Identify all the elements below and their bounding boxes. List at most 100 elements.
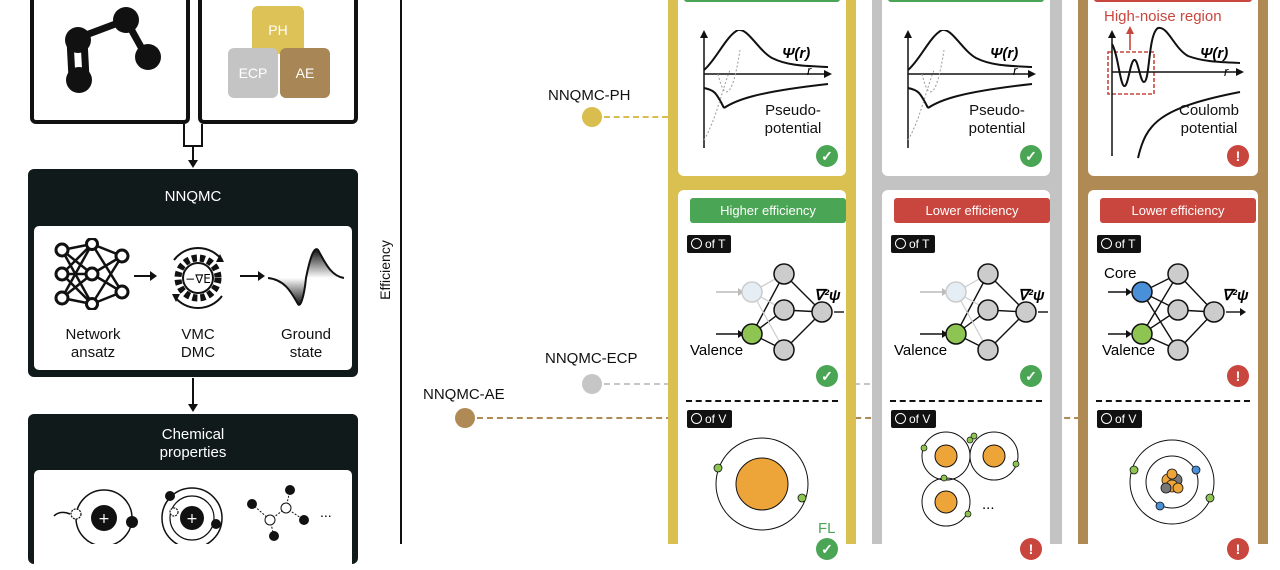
efficiency-card-ph: Higher efficiency of T Valence ∇²ψ ✓ of … bbox=[678, 190, 846, 560]
method-label-ae: NNQMC-AE bbox=[423, 386, 505, 403]
atom-diagram bbox=[1129, 439, 1215, 525]
v-tag: of V bbox=[687, 410, 733, 428]
check-icon: ✓ bbox=[1020, 145, 1042, 167]
chemical-properties-panel: Chemical properties + + bbox=[28, 414, 358, 570]
clock-icon bbox=[1101, 413, 1112, 424]
v-tag: of V bbox=[891, 410, 937, 428]
v-tag-label: of V bbox=[909, 412, 931, 426]
laplacian-label: ∇²ψ bbox=[1018, 287, 1045, 304]
efficiency-axis-label: Efficiency bbox=[377, 240, 393, 300]
separator bbox=[890, 400, 1042, 402]
valence-label: Valence bbox=[1102, 342, 1156, 359]
efficiency-pill: Higher efficiency bbox=[690, 198, 846, 223]
separator bbox=[1096, 400, 1250, 402]
warning-icon: ! bbox=[1227, 365, 1249, 387]
wave-card-ph: Ψ(r) r Pseudo- potential ✓ bbox=[678, 0, 846, 176]
wavefunction-icon bbox=[267, 248, 345, 306]
check-icon: ✓ bbox=[1020, 365, 1042, 387]
check-icon: ✓ bbox=[816, 365, 838, 387]
method-dot-ecp bbox=[582, 374, 602, 394]
nnqmc-title: NNQMC bbox=[164, 188, 222, 205]
chemical-title: Chemical properties bbox=[159, 426, 227, 461]
r-axis-label: r bbox=[1013, 63, 1018, 78]
t-tag-label: of T bbox=[705, 237, 726, 251]
svg-text:+: + bbox=[186, 511, 198, 527]
method-line-ph bbox=[604, 116, 668, 118]
efficiency-pill: Lower efficiency bbox=[894, 198, 1050, 223]
top-pill-ph bbox=[684, 0, 840, 2]
wavefunction-plot bbox=[1107, 26, 1244, 159]
chemical-inner: + + ... bbox=[34, 470, 352, 570]
clock-icon bbox=[895, 413, 906, 424]
down-arrow-icon bbox=[188, 378, 198, 412]
r-axis-label: r bbox=[1224, 64, 1229, 79]
merge-arrow bbox=[183, 124, 203, 168]
method-label-ecp: NNQMC-ECP bbox=[545, 350, 638, 367]
method-label-ph: NNQMC-PH bbox=[548, 87, 631, 104]
wave-card-ae: High-noise region Ψ(r) r Coulomb potenti… bbox=[1088, 0, 1258, 176]
property-icons: + + bbox=[53, 485, 309, 544]
arrow-icon bbox=[134, 271, 157, 281]
valence-label: Valence bbox=[894, 342, 948, 359]
separator bbox=[686, 400, 838, 402]
svg-text:+: + bbox=[98, 511, 110, 527]
gear-icon: −∇E bbox=[172, 247, 224, 309]
gradient-operator: −∇E bbox=[185, 272, 211, 286]
r-axis-label: r bbox=[807, 63, 812, 78]
nnqmc-panel: NNQMC −∇ bbox=[28, 169, 358, 377]
network-diagram bbox=[920, 263, 1048, 361]
t-tag-label: of T bbox=[1115, 237, 1136, 251]
t-tag: of T bbox=[1097, 235, 1142, 253]
network-diagram bbox=[716, 263, 844, 361]
efficiency-pill: Lower efficiency bbox=[1100, 198, 1256, 223]
method-dot-ph bbox=[582, 107, 602, 127]
laplacian-label: ∇²ψ bbox=[814, 287, 841, 304]
network-diagram bbox=[1108, 263, 1246, 361]
v-tag-label: of V bbox=[1115, 412, 1137, 426]
potential-label: Coulomb potential bbox=[1178, 102, 1240, 137]
noise-label: High-noise region bbox=[1104, 8, 1222, 25]
nnqmc-inner: −∇E Network ansatz VMC DMC Ground state bbox=[34, 226, 352, 370]
potential-label: Pseudo- potential bbox=[968, 102, 1026, 137]
warning-icon: ! bbox=[1227, 538, 1249, 560]
clock-icon bbox=[691, 238, 702, 249]
ph-tag: PH bbox=[252, 6, 304, 54]
psi-label: Ψ(r) bbox=[782, 45, 811, 62]
v-tag-label: of V bbox=[705, 412, 727, 426]
wavefunction-plot bbox=[700, 30, 832, 148]
warning-icon: ! bbox=[1227, 145, 1249, 167]
top-pill-ecp bbox=[888, 0, 1044, 2]
laplacian-label: ∇²ψ bbox=[1222, 287, 1249, 304]
wavefunction-plot bbox=[904, 30, 1036, 148]
ground-state-label: Ground state bbox=[280, 326, 332, 361]
t-tag: of T bbox=[891, 235, 936, 253]
clock-icon bbox=[691, 413, 702, 424]
efficiency-card-ae: Lower efficiency of T Core Valence ∇²ψ !… bbox=[1088, 190, 1258, 560]
wave-card-ecp: Ψ(r) r Pseudo- potential ✓ bbox=[882, 0, 1050, 176]
ae-tag: AE bbox=[280, 48, 330, 98]
efficiency-card-ecp: Lower efficiency of T Valence ∇²ψ ✓ of V bbox=[882, 190, 1050, 560]
energy-panel: PH ECP AE bbox=[198, 0, 358, 124]
neural-network-icon bbox=[54, 238, 130, 310]
t-tag: of T bbox=[687, 235, 732, 253]
v-tag: of V bbox=[1097, 410, 1143, 428]
vmc-dmc-label: VMC DMC bbox=[180, 326, 216, 361]
check-icon: ✓ bbox=[816, 538, 838, 560]
warning-icon: ! bbox=[1020, 538, 1042, 560]
check-icon: ✓ bbox=[816, 145, 838, 167]
top-pill-ae bbox=[1094, 0, 1252, 2]
molecule-panel bbox=[30, 0, 190, 124]
ellipsis: ... bbox=[320, 504, 332, 520]
potential-label: Pseudo- potential bbox=[764, 102, 822, 137]
clock-icon bbox=[1101, 238, 1112, 249]
arrow-icon bbox=[240, 271, 265, 281]
clock-icon bbox=[895, 238, 906, 249]
t-tag-label: of T bbox=[909, 237, 930, 251]
fl-label: FL bbox=[818, 520, 836, 537]
ellipsis: ... bbox=[982, 496, 995, 513]
core-label: Core bbox=[1104, 265, 1137, 282]
atom-diagram bbox=[713, 437, 809, 531]
valence-label: Valence bbox=[690, 342, 744, 359]
method-dot-ae bbox=[455, 408, 475, 428]
molecule-icon bbox=[65, 7, 161, 93]
